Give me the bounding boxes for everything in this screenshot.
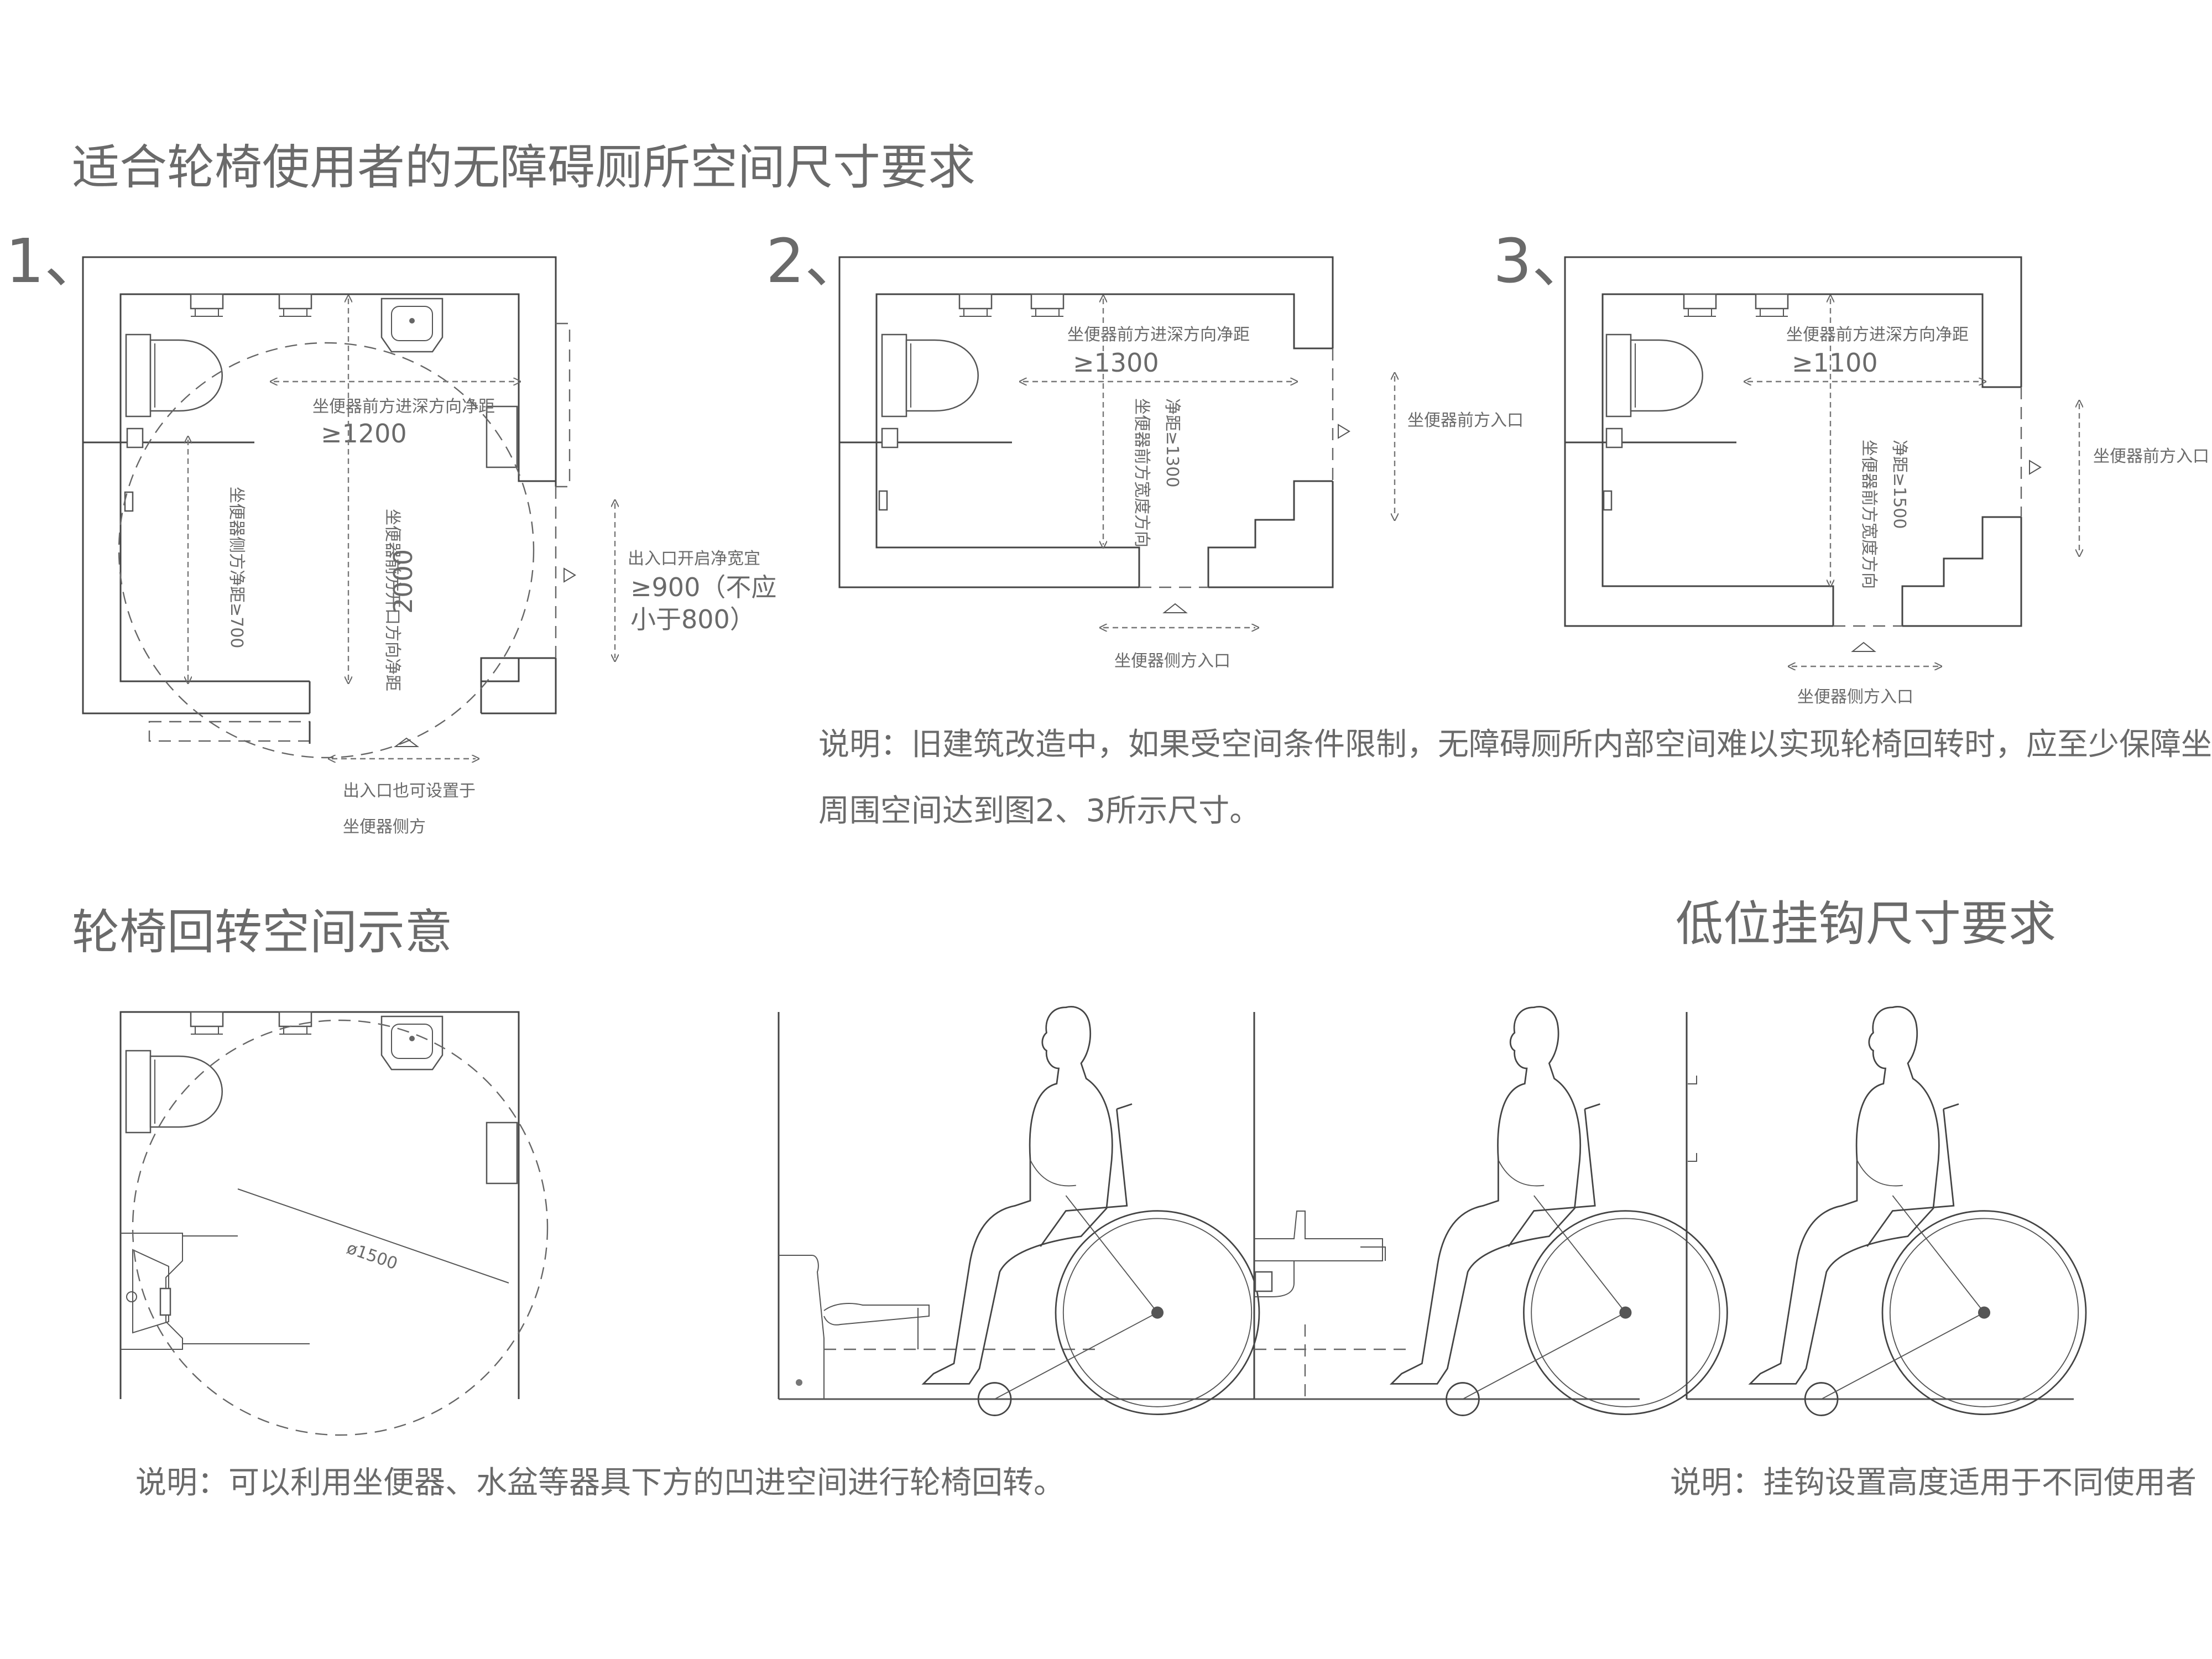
- elevation-basin: [1253, 1006, 1728, 1416]
- section-hook-title: 低位挂钩尺寸要求: [1676, 896, 2056, 952]
- plan-3-width-value: 净距≥1500: [1890, 440, 1909, 529]
- toilet-icon: [881, 333, 979, 418]
- plan-1-entrance-note-2: 坐便器侧方: [343, 817, 426, 837]
- plan-1-door-value2: 小于800）: [630, 604, 755, 634]
- plan-2-front-entry: 坐便器前方入口: [1407, 411, 1524, 430]
- grab-bar-icon: [278, 293, 312, 317]
- page-title: 适合轮椅使用者的无障碍厕所空间尺寸要求: [72, 140, 975, 195]
- plan-1-side-label: 坐便器侧方净距≥700: [227, 487, 246, 648]
- grab-bar-icon: [958, 293, 993, 317]
- plan-2-number: 2、: [766, 226, 865, 296]
- grab-bar-icon: [190, 293, 224, 317]
- note-top-line-2: 周围空间达到图2、3所示尺寸。: [818, 793, 1260, 829]
- plan-3-side-entry: 坐便器侧方入口: [1797, 687, 1913, 707]
- plan-1-front-value: 2000: [388, 549, 418, 614]
- wall-hook-icon: [1688, 1076, 1697, 1084]
- wheelchair-user-icon: [1390, 1006, 1728, 1416]
- toilet-icon: [125, 1050, 223, 1134]
- grab-bar-icon: [1755, 293, 1789, 317]
- wall-hook-icon: [1688, 1153, 1697, 1162]
- plan-1-entrance-note-1: 出入口也可设置于: [343, 781, 476, 801]
- note-top-line-1: 说明：旧建筑改造中，如果受空间条件限制，无障碍厕所内部空间难以实现轮椅回转时，应…: [818, 727, 2212, 763]
- plan-1-door-value: ≥900（不应: [630, 572, 776, 602]
- section-turning-title: 轮椅回转空间示意: [72, 905, 452, 960]
- plan-3-depth-value: ≥1100: [1792, 348, 1878, 378]
- plan-1-door-label: 出入口开启净宽宜: [628, 549, 760, 568]
- plan-2-depth-value: ≥1300: [1073, 348, 1159, 378]
- plan-1-number: 1、: [6, 226, 105, 296]
- plan-3-number: 3、: [1493, 226, 1593, 296]
- plan-2-width-label: 坐便器前方宽度方向: [1132, 398, 1151, 547]
- wheelchair-user-icon: [1749, 1006, 2087, 1416]
- note-bottom-left: 说明：可以利用坐便器、水盆等器具下方的凹进空间进行轮椅回转。: [135, 1465, 1065, 1501]
- plan-3-front-entry: 坐便器前方入口: [2093, 447, 2209, 466]
- grab-bar-icon: [486, 1121, 518, 1185]
- plan-2: 2、 坐便器前方进深方向净距 ≥1300 坐便器前方宽度方向 净距≥1300 坐…: [766, 226, 1524, 671]
- plan-2-width-value: 净距≥1300: [1162, 398, 1182, 487]
- grab-bar-icon: [486, 405, 518, 468]
- note-bottom-right: 说明：挂钩设置高度适用于不同使用者: [1670, 1465, 2197, 1501]
- elevation-hook: [1686, 1006, 2087, 1416]
- plan-1-depth-value: ≥1200: [321, 419, 407, 448]
- grab-bar-icon: [1683, 293, 1717, 317]
- turning-plan: ø1500: [119, 1011, 549, 1436]
- elevation-toilet: [778, 1006, 1260, 1416]
- wash-basin-icon: [380, 1015, 444, 1071]
- plan-3-width-label: 坐便器前方宽度方向: [1859, 440, 1879, 589]
- turning-diameter: ø1500: [344, 1238, 400, 1274]
- plan-1-front-label: 坐便器前方开口方向净距: [383, 509, 402, 691]
- grab-bar-icon: [1030, 293, 1065, 317]
- plan-1-depth-label: 坐便器前方进深方向净距: [312, 397, 495, 416]
- plan-1: 1、 坐便器前方进深方向净距 ≥1200 坐便器侧方净距≥700 坐便器前方开: [6, 226, 776, 837]
- toilet-icon: [125, 333, 223, 418]
- plan-2-depth-label: 坐便器前方进深方向净距: [1067, 325, 1250, 345]
- plan-2-side-entry: 坐便器侧方入口: [1114, 651, 1230, 671]
- plan-3-depth-label: 坐便器前方进深方向净距: [1786, 325, 1969, 345]
- toilet-icon: [1605, 333, 1703, 418]
- wheelchair-user-icon: [922, 1006, 1260, 1416]
- grab-bar-icon: [190, 1011, 224, 1035]
- plan-3: 3、 坐便器前方进深方向净距 ≥1100 坐便器前方宽度方向 净距≥1500 坐…: [1493, 226, 2209, 707]
- wash-basin-icon: [380, 298, 444, 353]
